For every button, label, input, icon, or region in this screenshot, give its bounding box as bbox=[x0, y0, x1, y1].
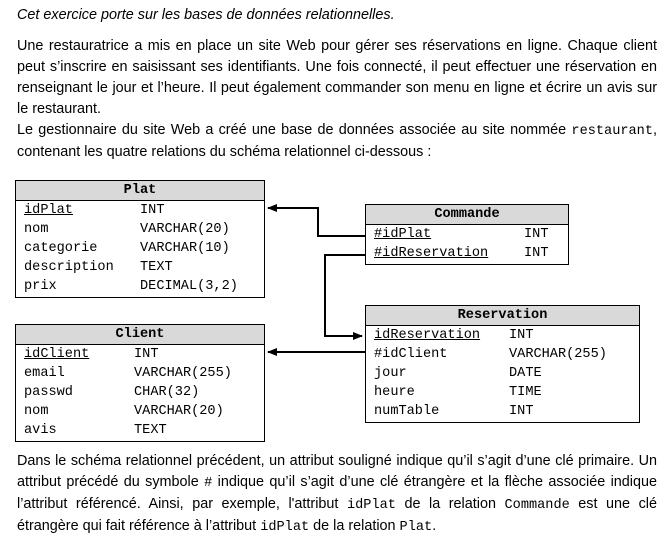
attr-name: numTable bbox=[374, 404, 440, 419]
table-row: numTable INT bbox=[366, 402, 639, 421]
db-text-before: Le gestionnaire du site Web a créé une b… bbox=[17, 122, 572, 138]
table-title: Client bbox=[16, 325, 264, 345]
legend-text-1: Dans le schéma relationnel précédent, un… bbox=[17, 453, 657, 490]
table-row: #idClient VARCHAR(255) bbox=[366, 345, 639, 364]
attr-name: avis bbox=[24, 423, 57, 438]
table-client: Client idClient INT email VARCHAR(255) pas… bbox=[15, 324, 265, 442]
attr-name: #idClient bbox=[374, 347, 448, 362]
attr-name: email bbox=[24, 366, 65, 381]
table-row: nom VARCHAR(20) bbox=[16, 402, 264, 421]
db-name: restaurant bbox=[571, 124, 653, 139]
attr-name: nom bbox=[24, 222, 49, 237]
table-row: #idPlat INT bbox=[366, 225, 568, 244]
attr-name: #idPlat bbox=[374, 227, 432, 242]
legend-text-2: indique qu’il s’agit d’une clé étrangère… bbox=[17, 474, 657, 512]
attr-type: INT bbox=[509, 404, 534, 419]
attr-type: TEXT bbox=[134, 423, 167, 438]
table-row: description TEXT bbox=[16, 258, 264, 277]
attr-type: DATE bbox=[509, 366, 542, 381]
attr-type: INT bbox=[524, 227, 549, 242]
intro-text: Cet exercice porte sur les bases de donn… bbox=[17, 7, 395, 23]
attr-type: TEXT bbox=[140, 260, 173, 275]
attr-name: nom bbox=[24, 404, 49, 419]
table-title: Reservation bbox=[366, 306, 639, 326]
table-row: idClient INT bbox=[16, 345, 264, 364]
attr-name: passwd bbox=[24, 385, 73, 400]
attr-type: VARCHAR(10) bbox=[140, 241, 230, 256]
attr-type: TIME bbox=[509, 385, 542, 400]
legend-text-6: . bbox=[432, 518, 437, 534]
table-row: idPlat INT bbox=[16, 201, 264, 220]
arrow-idreservation bbox=[324, 254, 365, 340]
attr-type: VARCHAR(20) bbox=[134, 404, 224, 419]
legend-text-3: de la relation bbox=[395, 496, 505, 512]
table-title: Plat bbox=[16, 181, 264, 201]
code-commande: Commande bbox=[504, 498, 570, 513]
code-plat: Plat bbox=[399, 520, 433, 535]
attr-type: INT bbox=[524, 246, 549, 261]
table-row: email VARCHAR(255) bbox=[16, 364, 264, 383]
legend-paragraph: Dans le schéma relationnel précédent, un… bbox=[17, 451, 657, 538]
hash-symbol: # bbox=[204, 476, 213, 491]
attr-type: INT bbox=[134, 347, 159, 362]
table-row: heure TIME bbox=[366, 383, 639, 402]
attr-name: idReservation bbox=[374, 328, 481, 343]
table-row: categorie VARCHAR(10) bbox=[16, 239, 264, 258]
attr-type: VARCHAR(20) bbox=[140, 222, 230, 237]
code-idplat: idPlat bbox=[346, 498, 396, 513]
attr-name: idPlat bbox=[24, 203, 73, 218]
table-row: #idReservation INT bbox=[366, 244, 568, 263]
context-paragraph: Une restauratrice a mis en place un site… bbox=[17, 38, 657, 117]
attr-name: heure bbox=[374, 385, 415, 400]
attr-name: categorie bbox=[24, 241, 98, 256]
attr-name: jour bbox=[374, 366, 407, 381]
attr-type: VARCHAR(255) bbox=[509, 347, 607, 362]
attr-name: description bbox=[24, 260, 114, 275]
db-text-after: , contenant les quatre relations du sché… bbox=[17, 122, 657, 160]
attr-name: #idReservation bbox=[374, 246, 489, 261]
attr-type: INT bbox=[509, 328, 534, 343]
attr-name: prix bbox=[24, 279, 57, 294]
attr-type: VARCHAR(255) bbox=[134, 366, 232, 381]
legend-text-4: est une clé étrangère qui fait référence… bbox=[17, 496, 657, 534]
legend-text-5: de la relation bbox=[309, 518, 400, 534]
table-row: idReservation INT bbox=[366, 326, 639, 345]
table-title: Commande bbox=[366, 205, 568, 225]
table-row: avis TEXT bbox=[16, 421, 264, 440]
table-row: nom VARCHAR(20) bbox=[16, 220, 264, 239]
attr-name: idClient bbox=[24, 347, 90, 362]
table-row: passwd CHAR(32) bbox=[16, 383, 264, 402]
table-row: jour DATE bbox=[366, 364, 639, 383]
attr-type: CHAR(32) bbox=[134, 385, 200, 400]
arrow-idplat bbox=[267, 204, 365, 237]
database-paragraph: Le gestionnaire du site Web a créé une b… bbox=[17, 120, 657, 163]
code-idplat-ref: idPlat bbox=[260, 520, 310, 535]
table-row: prix DECIMAL(3,2) bbox=[16, 277, 264, 296]
table-plat: Plat idPlat INT nom VARCHAR(20) categorie V… bbox=[15, 180, 265, 298]
attr-type: DECIMAL(3,2) bbox=[140, 279, 238, 294]
attr-type: INT bbox=[140, 203, 165, 218]
